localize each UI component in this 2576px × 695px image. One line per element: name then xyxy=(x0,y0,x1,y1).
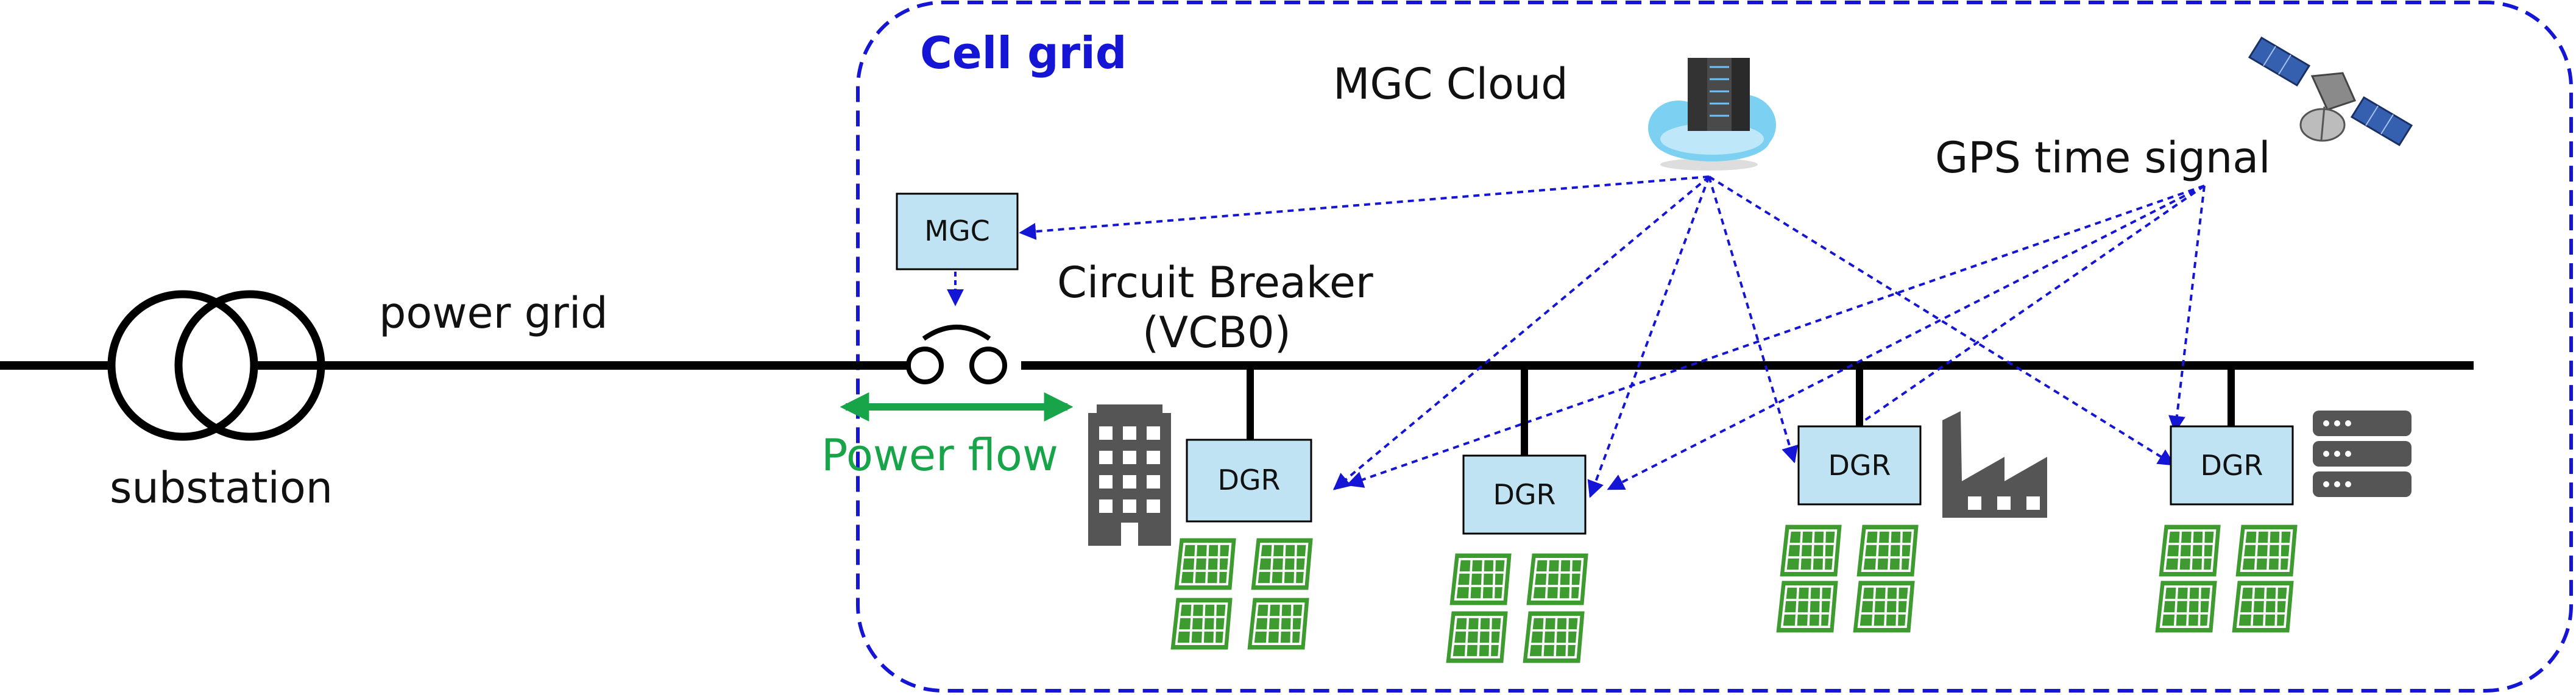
solar-array-3 xyxy=(1776,525,1918,633)
svg-text:DGR: DGR xyxy=(1217,464,1280,496)
solar-panel-icon xyxy=(1856,525,1918,577)
dgr-box: DGR xyxy=(2170,425,2294,506)
cloud-signal-arrows xyxy=(1019,175,2176,498)
dgr-box: DGR xyxy=(1186,439,1312,523)
svg-text:DGR: DGR xyxy=(1493,478,1555,511)
circuit-breaker-id: (VCB0) xyxy=(1142,308,1291,358)
power-grid-label: power grid xyxy=(379,288,608,338)
solar-panel-icon xyxy=(1526,554,1588,605)
transformer-icon xyxy=(107,290,325,441)
svg-text:DGR: DGR xyxy=(1828,449,1891,482)
gps-signal-arrows xyxy=(1346,185,2206,490)
solar-panel-icon xyxy=(2159,525,2220,577)
cell-grid-label: Cell grid xyxy=(920,27,1127,79)
cell-grid-boundary xyxy=(856,1,2573,693)
mgc-box xyxy=(896,192,1019,270)
solar-panel-icon xyxy=(2232,581,2293,633)
solar-panel-icon xyxy=(2235,525,2297,577)
satellite-icon xyxy=(2248,36,2413,147)
feeder-lines xyxy=(1247,365,2235,456)
solar-array-2 xyxy=(1446,554,1588,663)
power-flow-label: Power flow xyxy=(821,429,1058,481)
solar-panel-icon xyxy=(1170,598,1232,650)
circuit-breaker-icon xyxy=(906,325,1021,390)
mgc-cloud-label: MGC Cloud xyxy=(1333,59,1568,109)
cloud-server-icon xyxy=(1648,58,1776,171)
solar-array-4 xyxy=(2155,525,2297,633)
svg-text:DGR: DGR xyxy=(2200,449,2263,482)
dgr-box: DGR xyxy=(1462,454,1587,535)
dgr-box: DGR xyxy=(1797,425,1922,506)
solar-panel-icon xyxy=(1247,598,1309,650)
solar-panel-icon xyxy=(1776,581,1838,633)
circuit-breaker-label: Circuit Breaker xyxy=(1057,258,1373,308)
gps-signal-label: GPS time signal xyxy=(1935,133,2271,183)
solar-panel-icon xyxy=(1780,525,1841,577)
mgc-label: MGC xyxy=(924,214,989,247)
building-icon xyxy=(1088,404,1171,546)
solar-panel-icon xyxy=(1174,538,1236,590)
solar-panel-icon xyxy=(1251,538,1312,590)
substation-label: substation xyxy=(110,463,333,513)
solar-panel-icon xyxy=(1853,581,1914,633)
solar-array-1 xyxy=(1170,538,1312,650)
solar-panel-icon xyxy=(1449,554,1511,605)
solar-panel-icon xyxy=(2155,581,2217,633)
solar-panel-icon xyxy=(1523,612,1584,663)
server-rack-icon xyxy=(2313,411,2411,497)
solar-panel-icon xyxy=(1446,612,1507,663)
factory-icon xyxy=(1942,411,2047,518)
